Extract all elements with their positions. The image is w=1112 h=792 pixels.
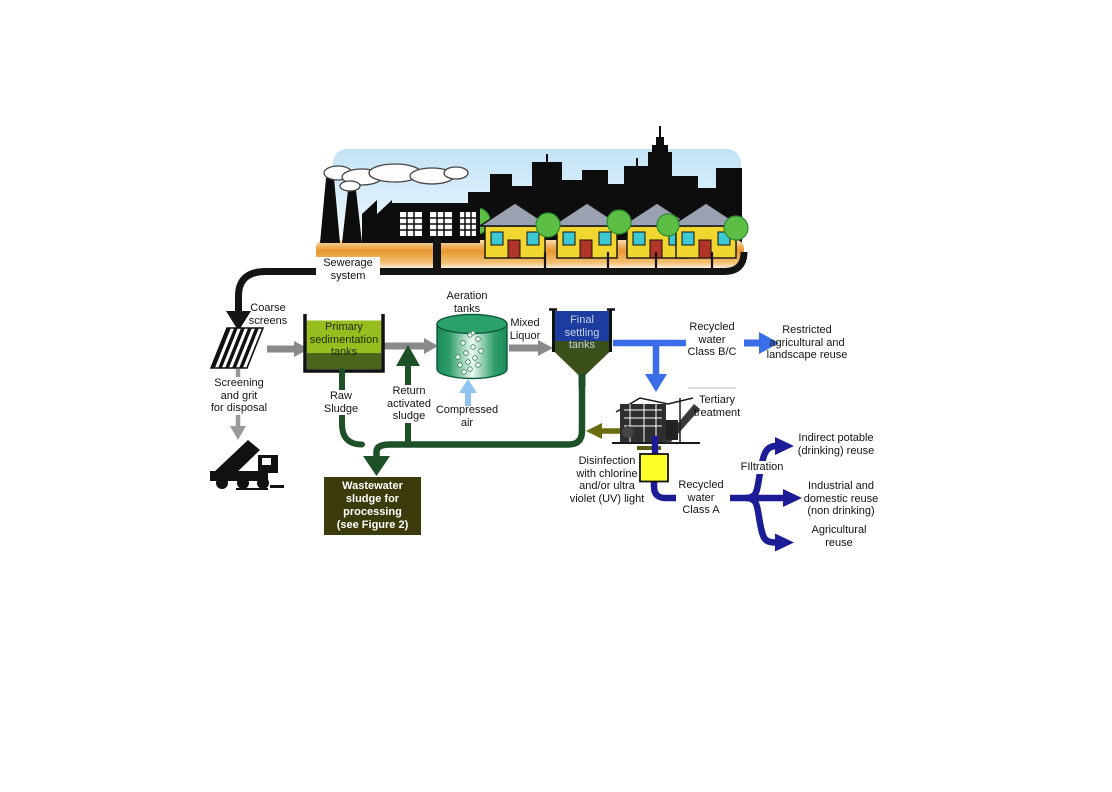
tertiary-treatment-sketch: [612, 387, 736, 450]
recycled-water-bc-label: Recycled water Class B/C: [687, 321, 737, 358]
restricted-reuse-label: Restricted agricultural and landscape re…: [766, 324, 848, 361]
industrial-domestic-label: Industrial and domestic reuse (non drink…: [803, 480, 879, 517]
return-activated-sludge-label: Return activated sludge: [372, 385, 446, 423]
return-sludge-arrowhead-icon: [396, 345, 420, 366]
recycled-bc-lines: [613, 332, 779, 392]
disposal-truck-icon: [210, 440, 284, 490]
primary-tank-label: Primary sedimentation tanks: [309, 321, 379, 358]
agricultural-reuse-label: Agricultural reuse: [811, 524, 867, 549]
coarse-screens-label: Coarse screens: [248, 302, 288, 327]
aeration-tanks-label: Aeration tanks: [446, 290, 488, 315]
indirect-potable-label: Indirect potable (drinking) reuse: [797, 432, 875, 457]
factory-icon: [320, 178, 480, 243]
disinfection-label: Disinfection with chlorine and/or ultra …: [569, 455, 645, 505]
city-illustration: [316, 126, 749, 270]
disinfection-unit: [639, 453, 669, 483]
aeration-tank: [436, 313, 508, 380]
wastewater-sludge-box: Wastewater sludge for processing (see Fi…: [324, 477, 421, 535]
raw-sludge-label: Raw Sludge: [313, 390, 369, 415]
final-settling-label: Final settling tanks: [564, 314, 600, 351]
coarse-screens: [209, 327, 265, 369]
compressed-air-label: Compressed air: [435, 404, 499, 429]
recycled-water-a-label: Recycled water Class A: [678, 479, 724, 516]
mixed-liquor-label: Mixed Liquor: [509, 317, 541, 342]
compressed-air-arrow-icon: [459, 379, 477, 406]
final-settling-tank: [549, 308, 615, 387]
sludge-down-arrowhead-icon: [363, 456, 390, 476]
air-bubbles-icon: [455, 330, 484, 375]
class-a-arrowheads: [775, 437, 802, 552]
screening-disposal-label: Screening and grit for disposal: [191, 377, 287, 415]
filtration-label: FIltration: [731, 461, 793, 474]
tertiary-treatment-label: Tertiary treatment: [693, 394, 741, 419]
sewerage-system-label: Sewerage system: [316, 257, 380, 282]
sewerage-pipe: [235, 237, 748, 313]
tree-icon: [535, 209, 749, 241]
smoke-icon: [323, 163, 469, 192]
gray-flow-arrows: [267, 338, 553, 357]
sewer-arrowhead-icon: [226, 311, 251, 331]
